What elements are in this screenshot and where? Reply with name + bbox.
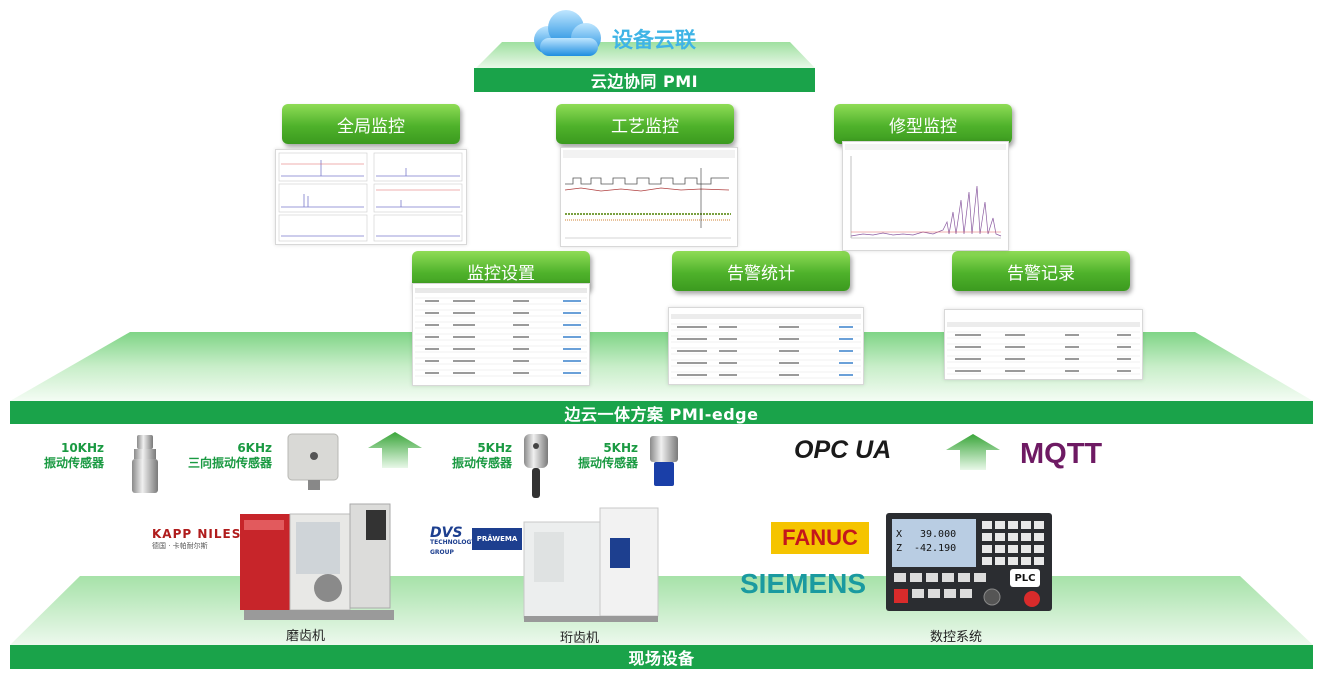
sensor-3-label: 5KHz 振动传感器 — [451, 441, 512, 470]
upload-arrow-icon — [368, 432, 422, 468]
triaxial-sensor-icon — [287, 433, 339, 490]
dress-monitor-thumbnail — [842, 141, 1009, 251]
cnc-keypad — [982, 521, 1044, 565]
opc-ua-logo: OPC UA — [794, 436, 892, 464]
sensor-5khz-blue-icon — [650, 436, 678, 486]
process-monitor-chart — [563, 150, 735, 239]
cnc-caption: 数控系统 — [930, 630, 983, 645]
dress-monitor-button[interactable]: 修型监控 — [834, 104, 1012, 144]
kapp-niles-logo: KAPP NILES 德国 · 卡帕耐尔斯 — [152, 527, 242, 550]
grinder-caption: 磨齿机 — [286, 629, 326, 644]
alarm-records-table — [947, 322, 1140, 375]
honer-caption: 珩齿机 — [560, 631, 600, 646]
global-monitor-thumbnail — [275, 149, 467, 245]
alarm-records-button[interactable]: 告警记录 — [952, 251, 1130, 291]
upload-arrow-icon-2 — [946, 434, 1000, 470]
grinding-machine-image — [240, 503, 394, 620]
cloud-bar: 云边协同 PMI — [474, 68, 815, 92]
dvs-logo: DVS TECHNOLOGY GROUP — [430, 525, 476, 556]
alarm-stats-table — [671, 314, 861, 379]
sensor-10khz-icon — [132, 435, 158, 493]
sensor-1-label: 10KHz 振动传感器 — [43, 441, 104, 470]
mqtt-logo: MQTT — [1020, 438, 1103, 470]
emergency-stop-icon — [1024, 591, 1040, 607]
siemens-logo: SIEMENS — [740, 568, 867, 599]
sensor-2-label: 6KHz 三向振动传感器 — [187, 441, 272, 470]
process-monitor-thumbnail — [560, 147, 738, 247]
alarm-stats-button[interactable]: 告警统计 — [672, 251, 850, 291]
plc-badge: PLC — [1010, 569, 1040, 587]
global-monitor-button[interactable]: 全局监控 — [282, 104, 460, 144]
cnc-buttons — [894, 573, 1001, 606]
field-bar: 现场设备 — [10, 645, 1313, 669]
cloud-title: 设备云联 — [612, 28, 696, 52]
alarm-records-thumbnail — [944, 309, 1143, 380]
sensor-4-label: 5KHz 振动传感器 — [577, 441, 638, 470]
monitor-settings-thumbnail — [412, 283, 590, 386]
monitor-settings-table — [415, 288, 587, 377]
cloud-icon — [534, 10, 601, 56]
process-monitor-button[interactable]: 工艺监控 — [556, 104, 734, 144]
dress-monitor-chart — [845, 144, 1006, 239]
edge-bar: 边云一体方案 PMI-edge — [10, 401, 1313, 424]
cnc-panel-image: X 39.000 Z -42.190 PLC — [886, 513, 1052, 611]
sensor-5khz-icon — [524, 434, 548, 498]
fanuc-logo: FANUC — [771, 522, 869, 554]
prawema-logo: PRÄWEMA — [472, 528, 522, 550]
alarm-stats-thumbnail — [668, 307, 864, 385]
cnc-screen: X 39.000 Z -42.190 — [892, 519, 976, 567]
honing-machine-image — [523, 507, 659, 622]
global-monitor-charts — [278, 152, 463, 242]
